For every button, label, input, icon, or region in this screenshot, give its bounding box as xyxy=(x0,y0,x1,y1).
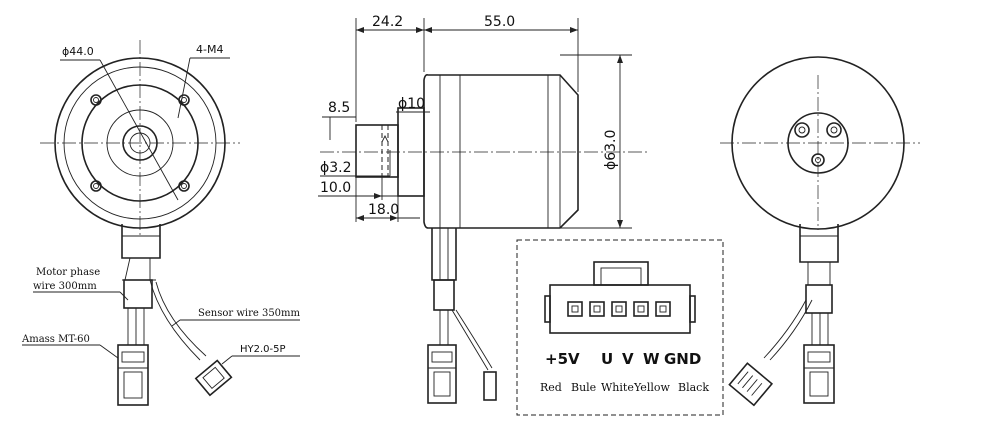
phase-wire-label-2: wire 300mm xyxy=(33,281,97,292)
rear-inner-circle xyxy=(787,112,849,174)
front-view: ϕ44.0 4-M4 Motor phase wire 300mm xyxy=(21,40,301,406)
pin-label-u: U xyxy=(601,350,613,368)
side-view: 24.2 55.0 8.5 ϕ10 ϕ3.2 10.0 18.0 ϕ63.0 xyxy=(318,14,650,404)
pin-label-5v: +5V xyxy=(545,350,580,368)
holes-label: 4-M4 xyxy=(196,43,223,56)
pin-label-v: V xyxy=(622,350,634,368)
dim-phi10: ϕ10 xyxy=(398,96,425,112)
wire-color-black: Black xyxy=(678,381,709,394)
rear-outer-circle xyxy=(731,56,905,230)
front-mount-circle xyxy=(81,84,199,202)
side-mt60-connector xyxy=(427,344,457,404)
front-shaft-circle xyxy=(122,125,158,161)
pin-label-w: W xyxy=(643,350,660,368)
dim-24-2: 24.2 xyxy=(372,14,403,30)
side-sensor-plug xyxy=(483,371,497,401)
rear-mt60-connector xyxy=(803,344,835,404)
pin-label-gnd: GND xyxy=(664,350,701,368)
wire-color-yellow: Yellow xyxy=(633,381,670,394)
dim-10-0: 10.0 xyxy=(320,180,351,196)
wire-color-red: Red xyxy=(540,381,562,394)
rear-hy20-connector xyxy=(728,362,774,407)
side-motor-body xyxy=(423,74,579,229)
pin-slots xyxy=(567,301,671,317)
dim-phi3-2: ϕ3.2 xyxy=(320,160,352,176)
phase-wire-label-1: Motor phase xyxy=(36,267,100,278)
wire-color-white: White xyxy=(601,381,634,394)
connector-label: Amass MT-60 xyxy=(21,334,90,345)
pinout-connector xyxy=(549,284,691,334)
sensor-wire-label: Sensor wire 350mm xyxy=(198,308,301,319)
front-diameter-label: ϕ44.0 xyxy=(62,45,94,58)
mt60-connector xyxy=(117,344,149,406)
dim-55-0: 55.0 xyxy=(484,14,515,30)
front-outer-circle xyxy=(54,57,226,229)
pinout-panel: +5V U V W GND Red Bule White Yellow Blac… xyxy=(516,239,724,416)
dim-phi63-0: ϕ63.0 xyxy=(603,130,619,170)
dim-8-5: 8.5 xyxy=(328,100,350,116)
dim-18-0: 18.0 xyxy=(368,202,399,218)
rear-view xyxy=(720,56,920,407)
hy20-connector-front xyxy=(194,359,233,397)
side-shaft xyxy=(355,124,399,178)
sensor-connector-label: HY2.0-5P xyxy=(240,344,286,355)
wire-color-blue: Bule xyxy=(571,381,596,394)
mounting-holes xyxy=(90,94,190,192)
